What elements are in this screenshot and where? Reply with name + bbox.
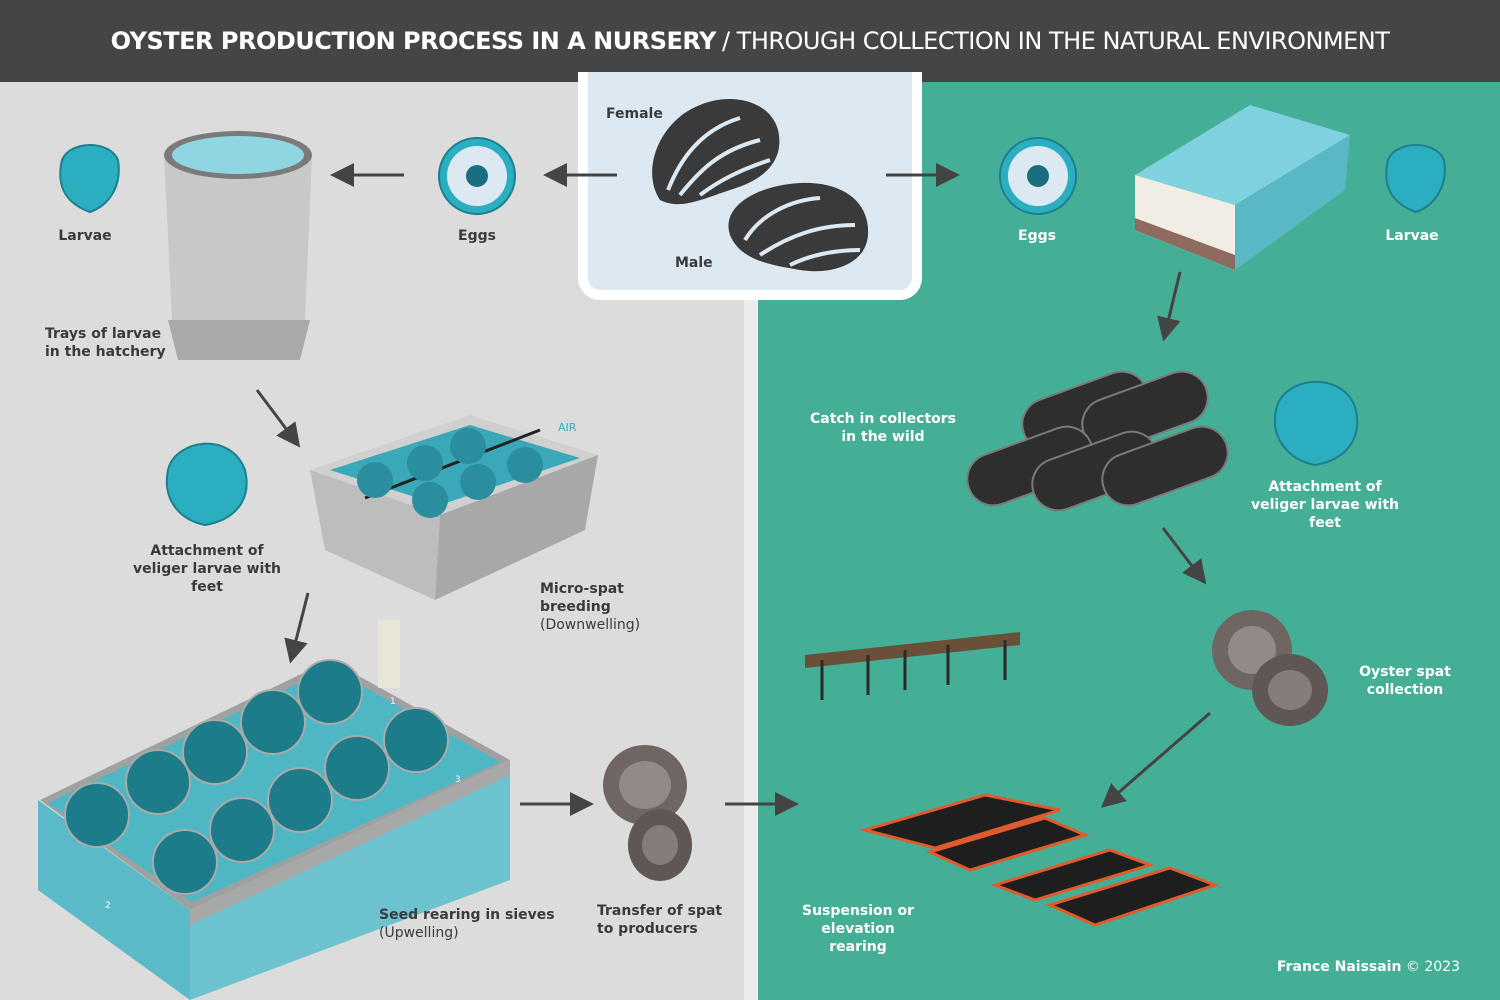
label-line: (Upwelling) [379,925,459,941]
spat-oyster-icon-wild [1212,610,1328,726]
flow-number: 2 [105,901,111,911]
sea-block-icon [1135,105,1350,270]
label-line: Oyster spat [1359,664,1451,680]
label-line: breeding [540,599,611,615]
panel-divider [744,300,758,1000]
label-line: collection [1366,682,1444,698]
label-line: Suspension or [802,903,914,919]
label-line: veliger larvae with [133,561,281,577]
larvae-icon-wild [1385,144,1446,214]
label-line: in the hatchery [45,344,166,360]
arrow-tank-to-tray [255,389,301,448]
arrow-tray-to-basin [284,592,310,664]
label-transfer: Transfer of spat to producers [597,902,722,938]
label-eggs-wild: Eggs [1018,228,1056,244]
label-catch: Catch in collectors in the wild [810,410,956,446]
label-line: Attachment of [150,543,264,559]
label-line: rearing [829,939,887,955]
veliger-larvae-icon-wild [1273,380,1359,467]
label-trays: Trays of larvae in the hatchery [45,325,166,361]
credit-brand: France Naissain [1276,959,1402,975]
credit: France Naissain © 2023 [1277,959,1460,975]
label-line: elevation [821,921,895,937]
downwelling-tray-icon [310,415,598,600]
flow-number: 3 [455,775,461,785]
credit-year: © 2023 [1405,959,1460,975]
arrow-collectors-to-spat [1161,527,1207,585]
title-bold: OYSTER PRODUCTION PROCESS IN A NURSERY [110,27,717,55]
label-female: Female [606,106,663,122]
label-spat-collection: Oyster spat collection [1359,663,1451,699]
suspension-rope-icon [805,632,1020,700]
spat-oyster-icon-transfer [603,745,692,881]
oyster-bag-tables-icon [859,793,1220,927]
veliger-larvae-icon-nursery [165,442,248,527]
male-oyster-icon [728,182,869,272]
title-light: / THROUGH COLLECTION IN THE NATURAL ENVI… [721,27,1390,55]
flow-number: 1 [390,697,396,707]
air-label: AIR [558,421,577,434]
eggs-icon-nursery [438,137,516,215]
arrow-block-to-collectors [1157,271,1182,342]
label-line: Catch in collectors [809,411,957,427]
label-line: in the wild [841,429,925,445]
label-line: to producers [597,921,698,937]
label-line: Trays of larvae [45,326,162,342]
label-line: Transfer of spat [597,903,723,919]
label-micro-spat: Micro-spat breeding (Downwelling) [540,580,640,634]
label-seed-rearing: Seed rearing in sieves (Upwelling) [379,906,555,942]
eggs-icon-wild [999,137,1077,215]
label-line: feet [191,579,223,595]
label-line: Seed rearing in sieves [379,907,555,923]
label-eggs-nursery: Eggs [458,228,496,244]
label-line: Micro-spat [540,581,624,597]
larvae-icon-nursery [59,144,120,214]
hatchery-tank-icon [164,131,312,360]
female-oyster-icon [652,98,780,205]
upwelling-basin-icon [38,620,510,1000]
label-attachment-wild: Attachment of veliger larvae with feet [1251,478,1399,532]
label-line: (Downwelling) [540,617,641,633]
collectors-icon [966,370,1229,512]
label-attachment-nursery: Attachment of veliger larvae with feet [133,542,281,596]
label-line: veliger larvae with [1251,497,1399,513]
label-male: Male [675,255,713,271]
label-line: Attachment of [1268,479,1382,495]
label-larvae-wild: Larvae [1385,228,1439,244]
arrow-spat-to-tables [1100,711,1211,808]
label-larvae-nursery: Larvae [58,228,112,244]
label-suspension: Suspension or elevation rearing [802,902,914,956]
page-title: OYSTER PRODUCTION PROCESS IN A NURSERY /… [0,0,1500,82]
label-line: feet [1309,515,1341,531]
